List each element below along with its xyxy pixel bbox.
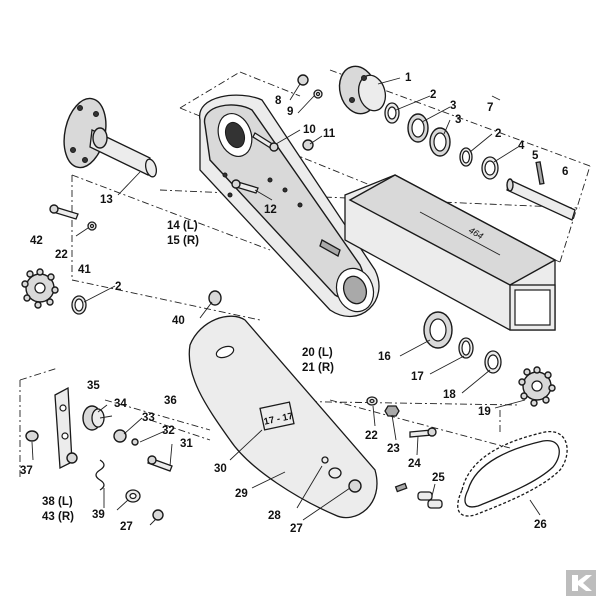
callout-13: 13 [100,194,113,206]
callout-7: 7 [487,102,493,114]
callout-12: 12 [264,204,277,216]
callout-2-left: 2 [115,281,121,293]
drive-shaft-flange [63,97,158,178]
housing-hardware [231,74,323,194]
callout-22-right: 22 [365,430,378,442]
callout-2-right: 2 [495,128,501,140]
callout-34: 34 [114,398,127,410]
callout-11: 11 [323,128,336,140]
leader-lines [31,77,541,526]
callout-27-left: 27 [120,521,133,533]
callout-9: 9 [287,106,293,118]
callout-25: 25 [432,472,445,484]
callout-40: 40 [172,315,185,327]
chain-cover: 17 - 17 [188,315,378,519]
upper-right-hub-assembly [338,65,576,221]
callout-35: 35 [87,380,100,392]
callout-15: 15 (R) [167,235,199,247]
callout-29: 29 [235,488,248,500]
callout-37: 37 [20,465,33,477]
callout-16: 16 [378,351,391,363]
callout-31: 31 [180,438,193,450]
callout-30: 30 [214,463,227,475]
callout-43: 43 (R) [42,511,74,523]
right-bearing-sprocket [423,311,556,407]
callout-41: 41 [78,264,91,276]
callout-20: 20 (L) [302,347,333,359]
left-sprocket-hardware [21,204,222,315]
callout-23: 23 [387,443,400,455]
drive-chain [457,431,568,517]
callout-21: 21 (R) [302,362,334,374]
sprocket-teeth-41 [21,268,59,309]
callout-38: 38 (L) [42,496,73,508]
callout-3-lower: 3 [455,114,461,126]
callout-14: 14 (L) [167,220,198,232]
callout-4: 4 [518,140,525,152]
callout-28: 28 [268,510,281,522]
sprocket-teeth-19 [518,366,556,407]
square-tube: 464 [344,174,557,331]
tensioner-assembly [25,386,173,521]
callout-10: 10 [303,124,316,136]
callout-5: 5 [532,150,539,162]
bottom-right-hardware [366,396,443,509]
callout-8: 8 [275,95,282,107]
callout-1: 1 [405,72,412,84]
callout-36: 36 [164,395,177,407]
callout-3-upper: 3 [450,100,456,112]
callout-17: 17 [411,371,424,383]
callout-24: 24 [408,458,421,470]
brand-logo [566,570,596,596]
callout-19: 19 [478,406,491,418]
callout-27-right: 27 [290,523,303,535]
callout-2-upper: 2 [430,89,436,101]
callout-32: 32 [162,425,175,437]
callout-22-left: 22 [55,249,68,261]
callout-labels: 1 2 3 3 2 4 5 6 7 8 9 10 11 12 13 14 (L)… [20,72,568,535]
callout-6: 6 [562,166,568,178]
callout-42: 42 [30,235,43,247]
callout-18: 18 [443,389,456,401]
callout-26: 26 [534,519,547,531]
callout-33: 33 [142,412,155,424]
chain-case-housing [199,94,380,317]
callout-39: 39 [92,509,105,521]
